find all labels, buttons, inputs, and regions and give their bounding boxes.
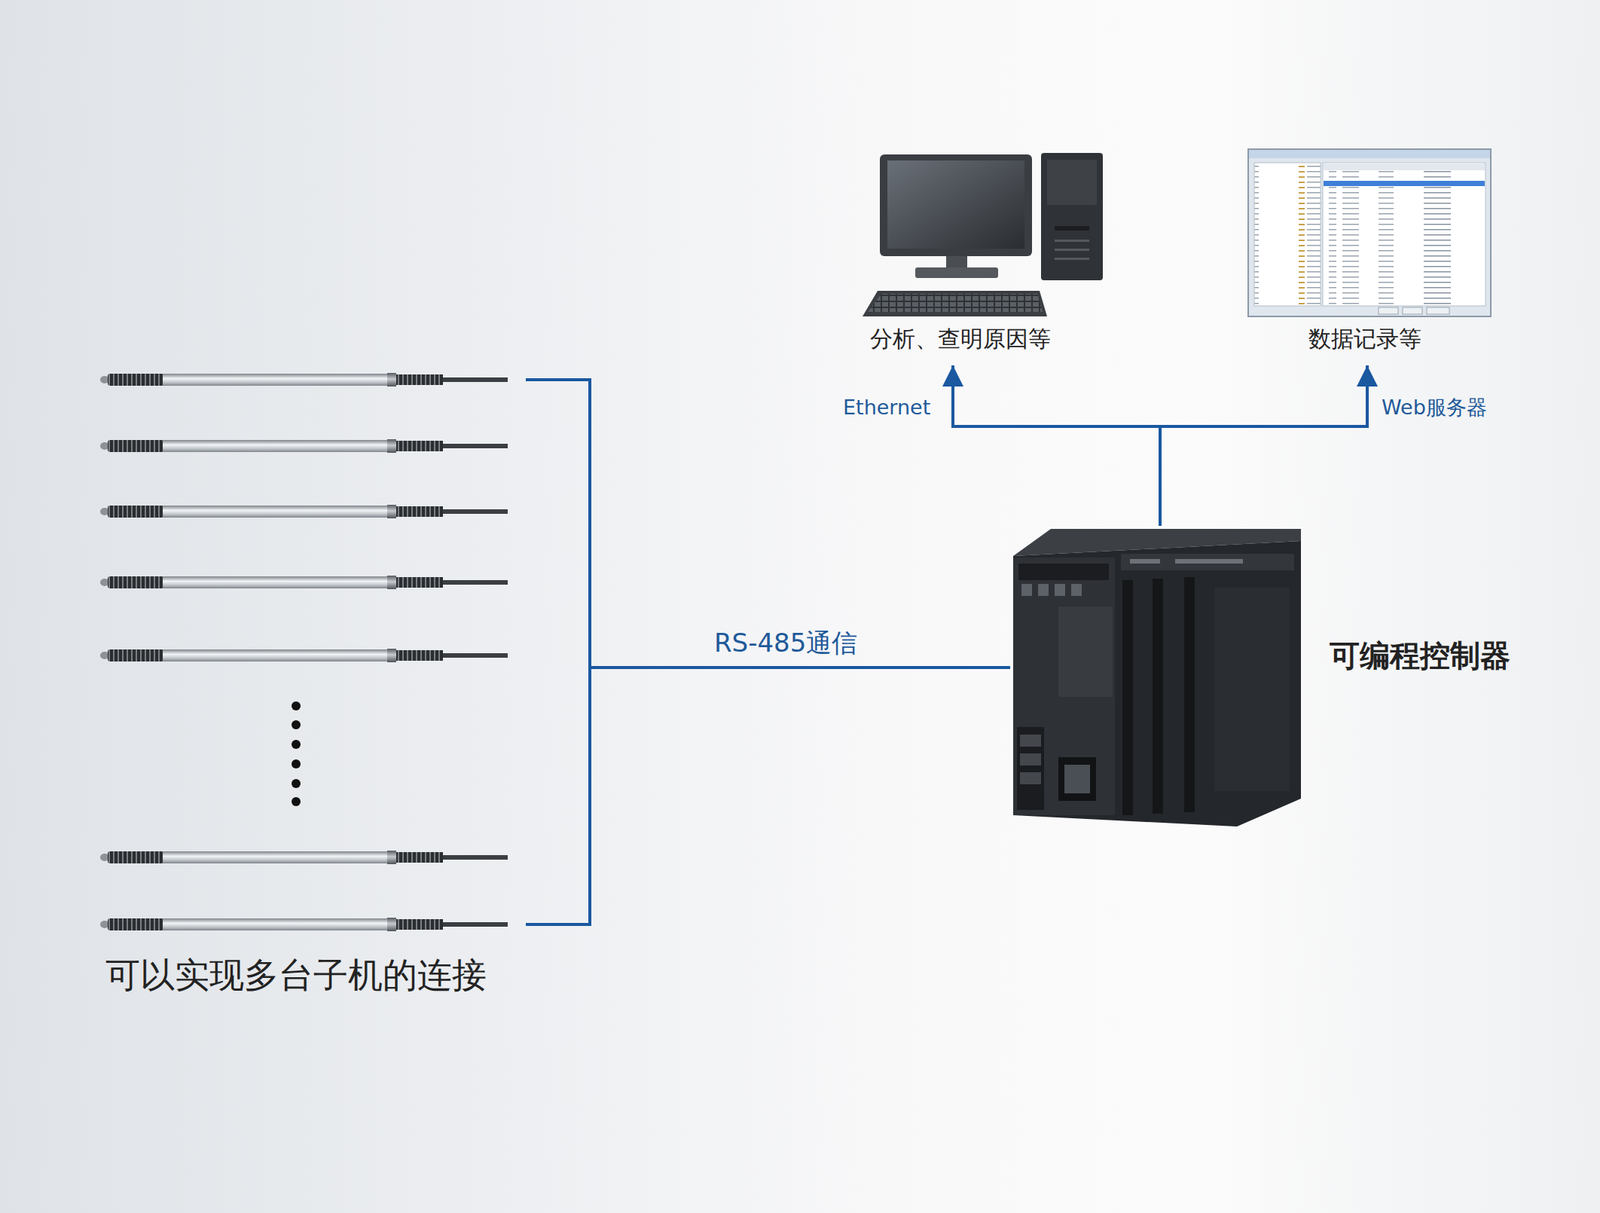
- edge-label: Ethernet: [842, 396, 931, 418]
- node-caption: 可以实现多台子机的连接: [105, 955, 487, 996]
- ellipsis-dots: [291, 701, 301, 807]
- bus-bracket: [525, 379, 590, 925]
- edge-label: Web服务器: [1381, 396, 1488, 418]
- plc-device: [1013, 528, 1301, 827]
- node-caption: 数据记录等: [1240, 326, 1490, 353]
- sensor-group: 可以实现多台子机的连接: [90, 354, 590, 1002]
- edge-label: RS-485通信: [714, 629, 858, 656]
- connector-line: [952, 365, 1161, 526]
- plc-box: 可编程控制器: [1010, 525, 1301, 828]
- computer-illustration: [862, 152, 1103, 317]
- connector-line: [1160, 365, 1368, 526]
- node-caption: 分析、查明原因等: [836, 326, 1085, 353]
- window-box: 数据记录等: [1240, 146, 1490, 366]
- connector-line: [589, 665, 1011, 669]
- software-window: [1248, 149, 1491, 317]
- computer-box: 分析、查明原因等: [836, 150, 1085, 366]
- sensor-probes: [100, 372, 508, 932]
- node-caption: 可编程控制器: [1329, 638, 1511, 673]
